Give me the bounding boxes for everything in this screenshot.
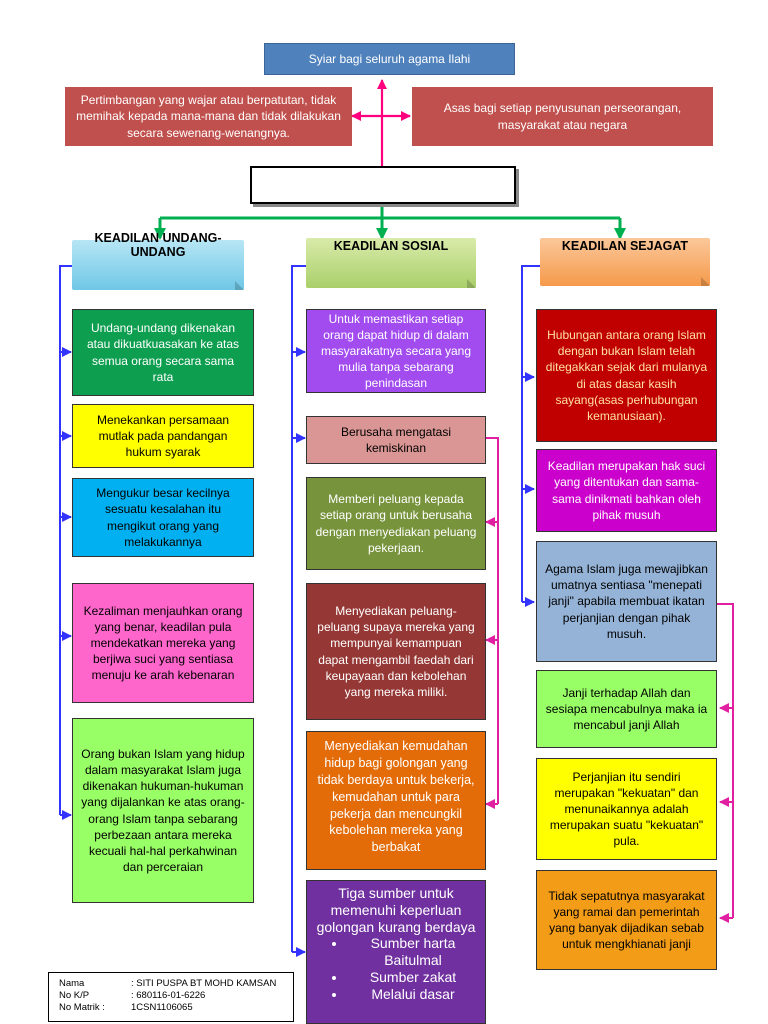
undang-box-1: Undang-undang dikenakan atau dikuatkuasa… [72, 309, 254, 396]
banner-title: KEADILAN SOSIAL [333, 239, 449, 253]
blue-arrows-sosial [291, 265, 306, 957]
undang-box-4: Kezaliman menjauhkan orang yang benar, k… [72, 583, 254, 703]
banner-keadilan-sejagat: KEADILAN SEJAGAT [540, 238, 710, 286]
student-info-box: Nama : SITI PUSPA BT MOHD KAMSAN No K/P : … [48, 972, 294, 1022]
sejagat-box-2: Keadilan merupakan hak suci yang ditentu… [536, 449, 717, 532]
blue-arrows-undang [59, 265, 72, 820]
right-definition-box: Asas bagi setiap penyusunan perseorangan… [412, 87, 713, 146]
matrik-value: 1CSN1106065 [131, 1001, 193, 1013]
sosial-box-3: Memberi peluang kepada setiap orang untu… [306, 477, 486, 570]
sejagat-box-1: Hubungan antara orang Islam dengan bukan… [536, 309, 717, 442]
matrik-label: No Matrik : [59, 1001, 105, 1013]
top-title-box: Syiar bagi seluruh agama Ilahi [264, 43, 515, 75]
sejagat-box-5: Perjanjian itu sendiri merupakan "kekuat… [536, 758, 717, 860]
sejagat-box-4: Janji terhadap Allah dan sesiapa mencabu… [536, 670, 717, 748]
undang-box-3: Mengukur besar kecilnya sesuatu kesalaha… [72, 478, 254, 557]
top-title: Syiar bagi seluruh agama Ilahi [308, 51, 471, 66]
magenta-arrows-sosial [485, 437, 499, 809]
sumber-list: Sumber harta Baitulmal Sumber zakat Mela… [313, 935, 479, 1002]
sosial-box-1: Untuk memastikan setiap orang dapat hidu… [306, 309, 486, 393]
banner-title: KEADILAN UNDANG-UNDANG [94, 231, 222, 260]
undang-box-2: Menekankan persamaan mutlak pada pandang… [72, 404, 254, 468]
nama-value: : SITI PUSPA BT MOHD KAMSAN [131, 978, 277, 989]
sosial-box-2: Berusaha mengatasi kemiskinan [306, 416, 486, 464]
banner-keadilan-undang-undang: KEADILAN UNDANG-UNDANG [72, 231, 244, 290]
banner-title: KEADILAN SEJAGAT [561, 239, 689, 253]
list-item: Melalui dasar [347, 986, 479, 1003]
list-item: Sumber harta Baitulmal [347, 935, 479, 969]
sosial-box-5: Menyediakan kemudahan hidup bagi golonga… [306, 731, 486, 870]
left-definition-box: Pertimbangan yang wajar atau berpatutan,… [65, 87, 352, 146]
nama-label: Nama [59, 978, 85, 989]
undang-box-5: Orang bukan Islam yang hidup dalam masya… [72, 718, 254, 903]
pink-arrows [351, 79, 411, 166]
sosial-box-6: Tiga sumber untuk memenuhi keperluan gol… [306, 880, 486, 1024]
kp-label: No K/P [59, 989, 90, 1001]
banner-keadilan-sosial: KEADILAN SOSIAL [306, 238, 476, 288]
kp-value: : 680116-01-6226 [131, 989, 206, 1001]
sosial-box-4: Menyediakan peluang-peluang supaya merek… [306, 583, 486, 720]
sejagat-box-3: Agama Islam juga mewajibkan umatnya sent… [536, 541, 717, 662]
magenta-arrows-sejagat [717, 603, 734, 923]
list-item: Sumber zakat [347, 969, 479, 986]
sejagat-box-6: Tidak sepatutnya masyarakat yang ramai d… [536, 870, 717, 970]
center-blank-box [250, 166, 516, 204]
